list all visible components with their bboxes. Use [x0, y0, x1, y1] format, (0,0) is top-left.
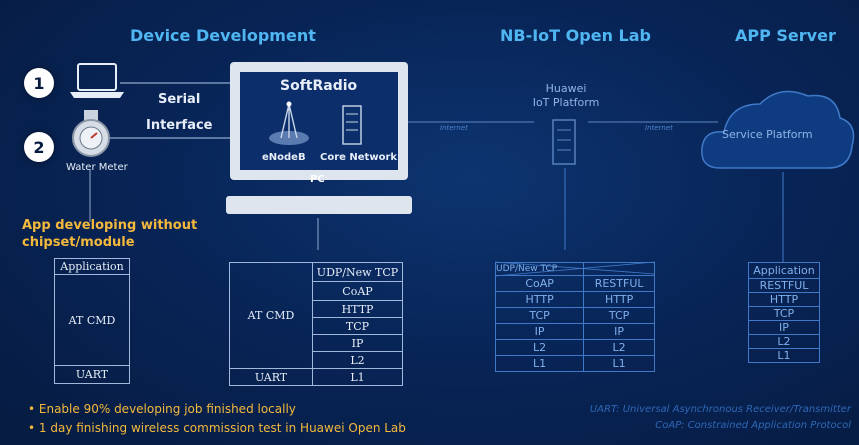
cloud-icon — [701, 90, 855, 169]
pc-monitor-icon — [226, 62, 412, 214]
section-app-server: APP Server — [735, 26, 836, 45]
stack-cell: L2 — [312, 351, 403, 369]
stack-cell: UART — [54, 365, 130, 384]
stack-cell: HTTP — [494, 291, 585, 308]
iot-platform-server-icon — [552, 119, 576, 165]
stack-cell — [583, 262, 655, 276]
stack-cell: UDP/New TCP — [312, 262, 403, 282]
app-protocol-stack: Application RESTFUL HTTP TCP IP L2 L1 — [748, 262, 820, 363]
internet-label-right: Internet — [645, 124, 673, 132]
stack-cell: Application — [54, 258, 130, 275]
footnote-coap: CoAP: Constrained Application Protocol — [655, 420, 851, 431]
core-network-label: Core Network — [320, 152, 398, 163]
water-meter-icon — [72, 110, 110, 157]
stack-cell: UART — [229, 368, 313, 386]
stack-cell: Application — [748, 262, 820, 279]
stack-cell: CoAP — [494, 275, 585, 292]
stack-cell: L2 — [583, 339, 655, 356]
stack-cell: IP — [312, 334, 403, 352]
stack-cell: UDP/New TCP — [494, 262, 585, 276]
stack-cell: HTTP — [583, 291, 655, 308]
stack-cell: L1 — [748, 348, 820, 363]
section-device-development: Device Development — [130, 26, 316, 45]
stack-cell: CoAP — [312, 281, 403, 301]
stack-cell: RESTFUL — [583, 275, 655, 292]
bullet-2: • 1 day finishing wireless commission te… — [28, 421, 406, 435]
water-meter-label: Water Meter — [66, 162, 128, 173]
serial-label: Serial — [158, 92, 201, 107]
stack-cell: HTTP — [312, 300, 403, 318]
softradio-label: SoftRadio — [280, 78, 358, 94]
stack-cell: HTTP — [748, 292, 820, 307]
badge-2: 2 — [24, 132, 54, 162]
stack-cell: IP — [494, 323, 585, 340]
enodeb-icon — [269, 101, 309, 145]
platform-label-line1: Huawei — [545, 82, 587, 95]
stack-cell: IP — [583, 323, 655, 340]
enodeb-label: eNodeB — [262, 152, 306, 163]
pc-protocol-stack: AT CMD UDP/New TCP CoAP HTTP TCP IP L2 U… — [229, 262, 403, 386]
stack-cell: TCP — [583, 307, 655, 324]
internet-label-left: Internet — [440, 124, 468, 132]
pc-label: PC — [310, 174, 325, 185]
core-network-server-icon — [342, 105, 362, 145]
stack-cell: TCP — [312, 317, 403, 335]
platform-label-line2: IoT Platform — [532, 96, 600, 109]
stack-cell: TCP — [748, 306, 820, 321]
section-open-lab: NB-IoT Open Lab — [500, 26, 651, 45]
device-protocol-stack: Application AT CMD UART — [54, 258, 130, 384]
app-dev-note-line2: chipset/module — [22, 235, 135, 250]
stack-cell: TCP — [494, 307, 585, 324]
stack-cell: L1 — [494, 355, 585, 372]
stack-cell: L2 — [748, 334, 820, 349]
badge-1: 1 — [24, 68, 54, 98]
laptop-icon — [70, 63, 124, 98]
interface-label: Interface — [146, 118, 213, 133]
stack-cell: L2 — [494, 339, 585, 356]
stack-cell: L1 — [312, 368, 403, 386]
stack-cell: AT CMD — [54, 274, 130, 366]
stack-cell: L1 — [583, 355, 655, 372]
bullet-1: • Enable 90% developing job finished loc… — [28, 402, 296, 416]
stack-cell: AT CMD — [229, 262, 313, 369]
stack-cell: RESTFUL — [748, 278, 820, 293]
service-platform-label: Service Platform — [722, 128, 813, 141]
footnote-uart: UART: Universal Asynchronous Receiver/Tr… — [589, 404, 851, 415]
app-dev-note-line1: App developing without — [22, 218, 198, 233]
stack-cell: IP — [748, 320, 820, 335]
